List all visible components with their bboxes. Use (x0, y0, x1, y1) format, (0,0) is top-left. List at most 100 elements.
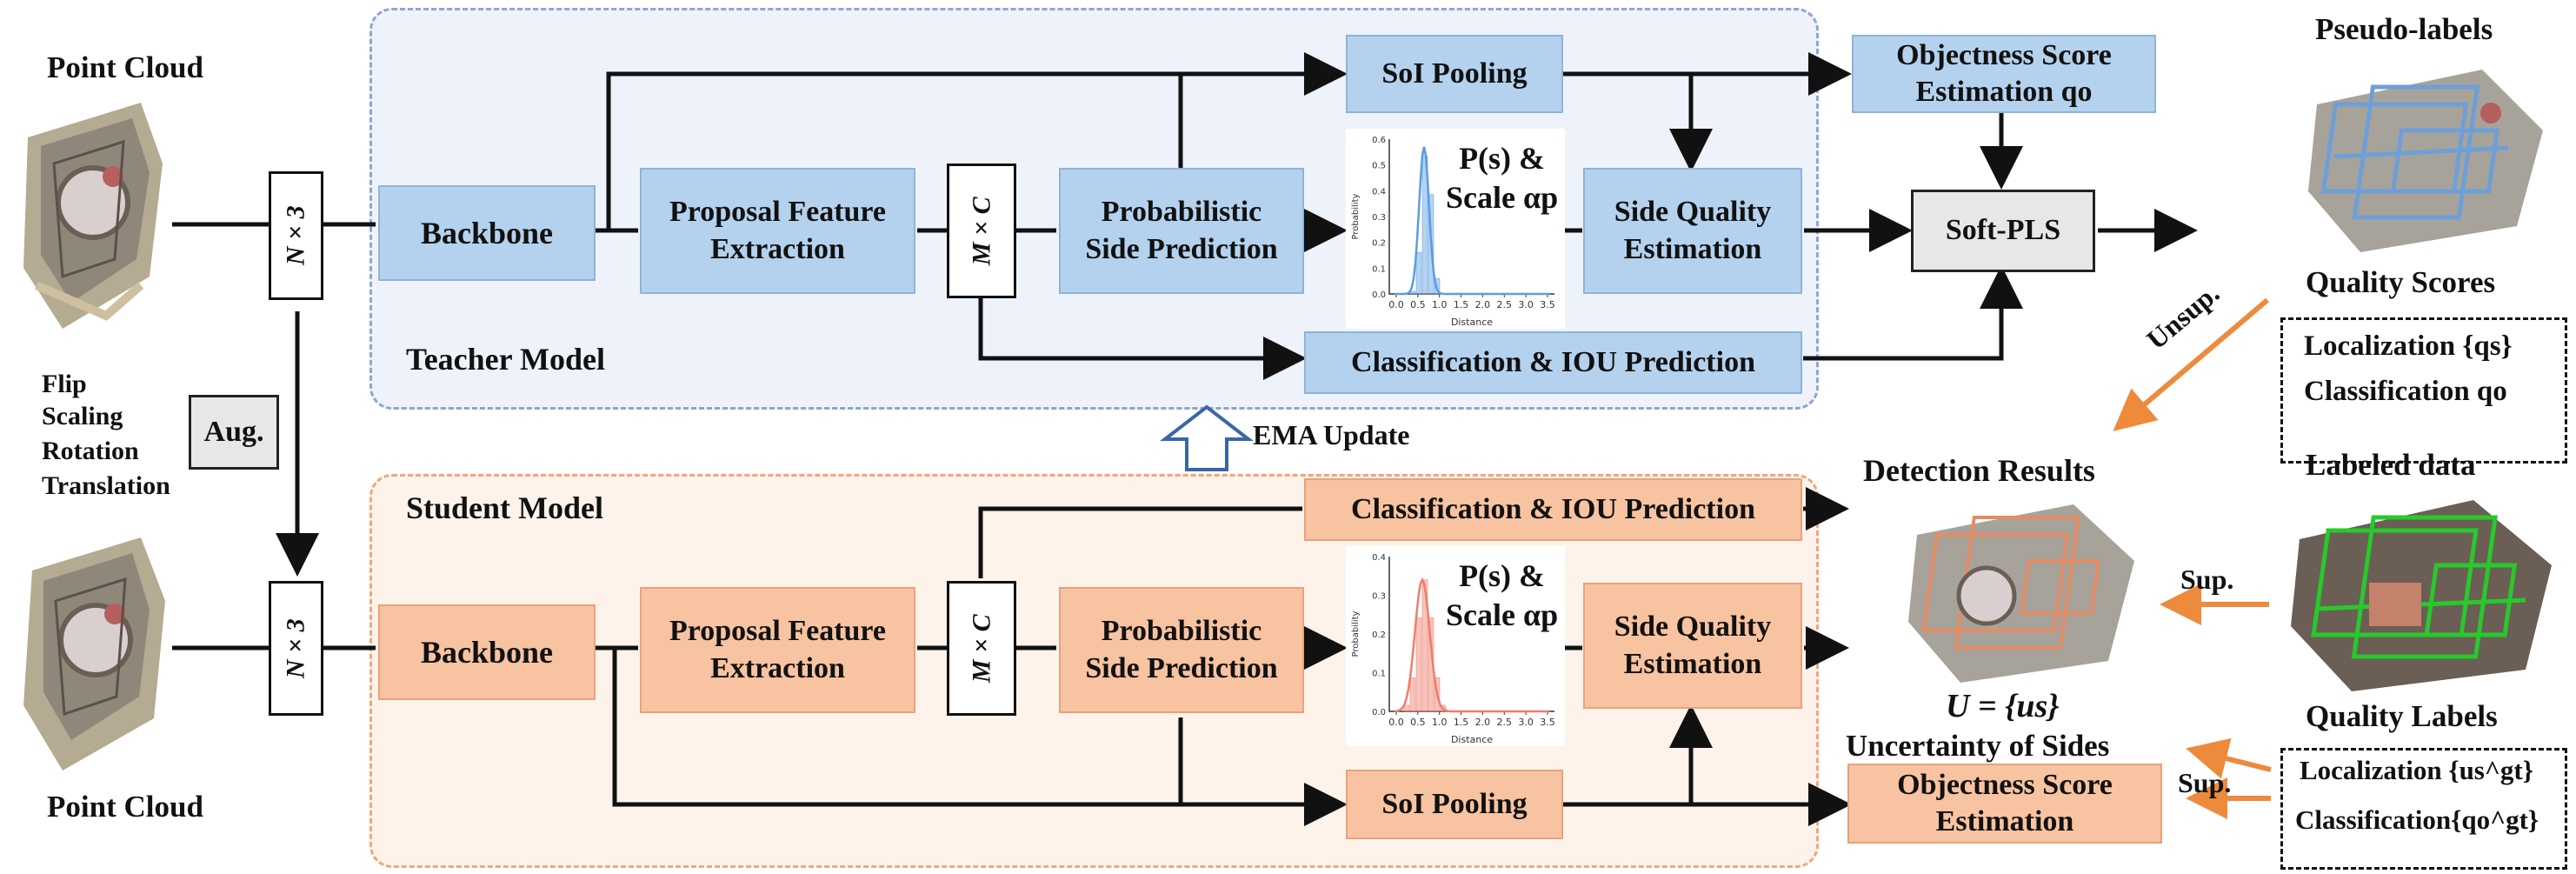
hist-bar (1415, 617, 1422, 712)
hist-xlabel: Distance (1451, 734, 1493, 745)
student-prob-side-box: Probabilistic Side Prediction (1059, 587, 1304, 713)
hist-ylabel: Probability (1351, 193, 1361, 239)
soft-pls-box: Soft-PLS (1911, 190, 2095, 272)
hist-xtick-label: 3.0 (1518, 299, 1534, 310)
student-proposal-box: Proposal Feature Extraction (640, 587, 915, 713)
qs-localization: Localization {qs} (2304, 330, 2513, 362)
student-objectness-line2: Estimation (1935, 805, 2074, 837)
student-ps-line2: Scale αp (1446, 597, 1559, 632)
hist-xtick-label: 2.5 (1497, 717, 1513, 728)
hist-xtick-label: 1.5 (1454, 299, 1469, 310)
teacher-soi-pooling-box: SoI Pooling (1346, 35, 1563, 113)
student-soi-pooling-box: SoI Pooling (1346, 770, 1563, 839)
n3-teacher-box: N × 3 (269, 171, 323, 300)
hist-xtick-label: 0.0 (1388, 299, 1404, 310)
mc-teacher-box: M × C (947, 163, 1016, 298)
teacher-objectness-box: Objectness Score Estimation qo (1852, 35, 2156, 113)
detection-results-title: Detection Results (1863, 453, 2095, 488)
hist-bar (1409, 677, 1416, 712)
hist-ylabel: Probability (1351, 610, 1361, 657)
teacher-objectness-line1: Objectness Score (1896, 38, 2112, 71)
u-label: U = {us} (1946, 688, 2060, 724)
hist-ytick-label: 0.2 (1372, 630, 1386, 640)
aug-translation: Translation (42, 471, 170, 500)
hist-xtick-label: 3.0 (1518, 717, 1534, 728)
aug-box: Aug. (189, 395, 279, 470)
point-cloud-top-label: Point Cloud (47, 50, 203, 84)
n3-student-label: N × 3 (281, 618, 310, 678)
hist-xlabel: Distance (1451, 317, 1493, 328)
hist-xtick-label: 2.5 (1497, 299, 1513, 310)
teacher-proposal-line2: Extraction (710, 232, 845, 265)
hist-xtick-label: 1.0 (1432, 299, 1448, 310)
teacher-ps-line2: Scale αp (1446, 180, 1559, 215)
hist-xtick-label: 1.0 (1432, 717, 1448, 728)
teacher-backbone-box: Backbone (378, 185, 596, 281)
hist-ytick-label: 0.5 (1372, 162, 1386, 171)
ema-arrow (1160, 404, 1254, 471)
hist-ytick-label: 0.6 (1372, 136, 1386, 145)
student-prob-side-line2: Side Prediction (1085, 651, 1278, 684)
hist-ytick-label: 0.4 (1372, 187, 1386, 197)
hist-bar (1403, 704, 1410, 712)
hist-xtick-label: 3.5 (1540, 717, 1555, 728)
student-proposal-line1: Proposal Feature (669, 615, 886, 647)
hist-ytick-label: 0.3 (1372, 213, 1386, 223)
student-objectness-line1: Objectness Score (1897, 768, 2113, 801)
student-objectness-box: Objectness Score Estimation (1847, 764, 2162, 844)
teacher-side-quality-line1: Side Quality (1614, 196, 1772, 228)
student-side-quality-line1: Side Quality (1614, 610, 1772, 643)
hist-ytick-label: 0.2 (1372, 239, 1386, 249)
student-prob-side-line1: Probabilistic (1101, 615, 1262, 647)
quality-scores-title: Quality Scores (2306, 265, 2496, 299)
hist-curve (1394, 577, 1549, 713)
student-side-quality-box: Side Quality Estimation (1583, 583, 1802, 709)
hist-xtick-label: 2.0 (1475, 717, 1491, 728)
hist-xtick-label: 2.0 (1475, 299, 1491, 310)
student-ps-label: P(s) & Scale αp (1446, 557, 1558, 635)
hist-ytick-label: 0.4 (1372, 553, 1386, 563)
student-backbone-box: Backbone (378, 604, 596, 700)
student-ps-line1: P(s) & (1459, 558, 1546, 593)
aug-flip: Flip (42, 370, 87, 398)
point-cloud-bottom-label: Point Cloud (47, 790, 203, 824)
labeled-data-title: Labeled data (2306, 448, 2476, 482)
student-proposal-line2: Extraction (710, 651, 845, 684)
hist-bar (1421, 579, 1428, 712)
teacher-objectness-line2: Estimation qo (1915, 76, 2093, 108)
hist-xtick-label: 0.5 (1410, 717, 1426, 728)
n3-student-box: N × 3 (269, 581, 323, 716)
sup-label-2: Sup. (2178, 767, 2232, 798)
student-title: Student Model (406, 490, 604, 525)
teacher-side-quality-line2: Estimation (1623, 232, 1762, 265)
aug-scaling: Scaling (42, 402, 123, 430)
teacher-ps-label: P(s) & Scale αp (1446, 139, 1558, 217)
quality-labels-title: Quality Labels (2306, 699, 2498, 733)
hist-xtick-label: 0.5 (1410, 299, 1426, 310)
quality-labels-box (2280, 748, 2567, 870)
hist-xtick-label: 0.0 (1388, 717, 1404, 728)
mc-student-label: M × C (967, 614, 996, 683)
ql-classification: Classification{qo^gt} (2295, 804, 2539, 835)
hist-ytick-label: 0.1 (1372, 670, 1386, 679)
pseudo-labels-title: Pseudo-labels (2315, 12, 2493, 46)
teacher-proposal-box: Proposal Feature Extraction (640, 168, 915, 294)
mc-student-box: M × C (947, 581, 1016, 716)
hist-curve (1395, 146, 1549, 296)
teacher-prob-side-line2: Side Prediction (1085, 232, 1278, 265)
hist-ytick-label: 0.0 (1372, 290, 1386, 300)
teacher-proposal-line1: Proposal Feature (669, 196, 886, 228)
mc-teacher-label: M × C (967, 197, 996, 265)
hist-xtick-label: 1.5 (1454, 717, 1469, 728)
sup-label-1: Sup. (2180, 564, 2234, 595)
teacher-ps-line1: P(s) & (1459, 141, 1546, 176)
hist-bg (1346, 546, 1565, 746)
ema-update-label: EMA Update (1253, 419, 1410, 450)
quality-scores-box (2280, 317, 2567, 464)
qs-classification: Classification qo (2304, 376, 2507, 407)
teacher-prob-side-line1: Probabilistic (1101, 196, 1262, 228)
hist-bg (1346, 129, 1565, 329)
ql-localization: Localization {us^gt} (2300, 755, 2533, 785)
